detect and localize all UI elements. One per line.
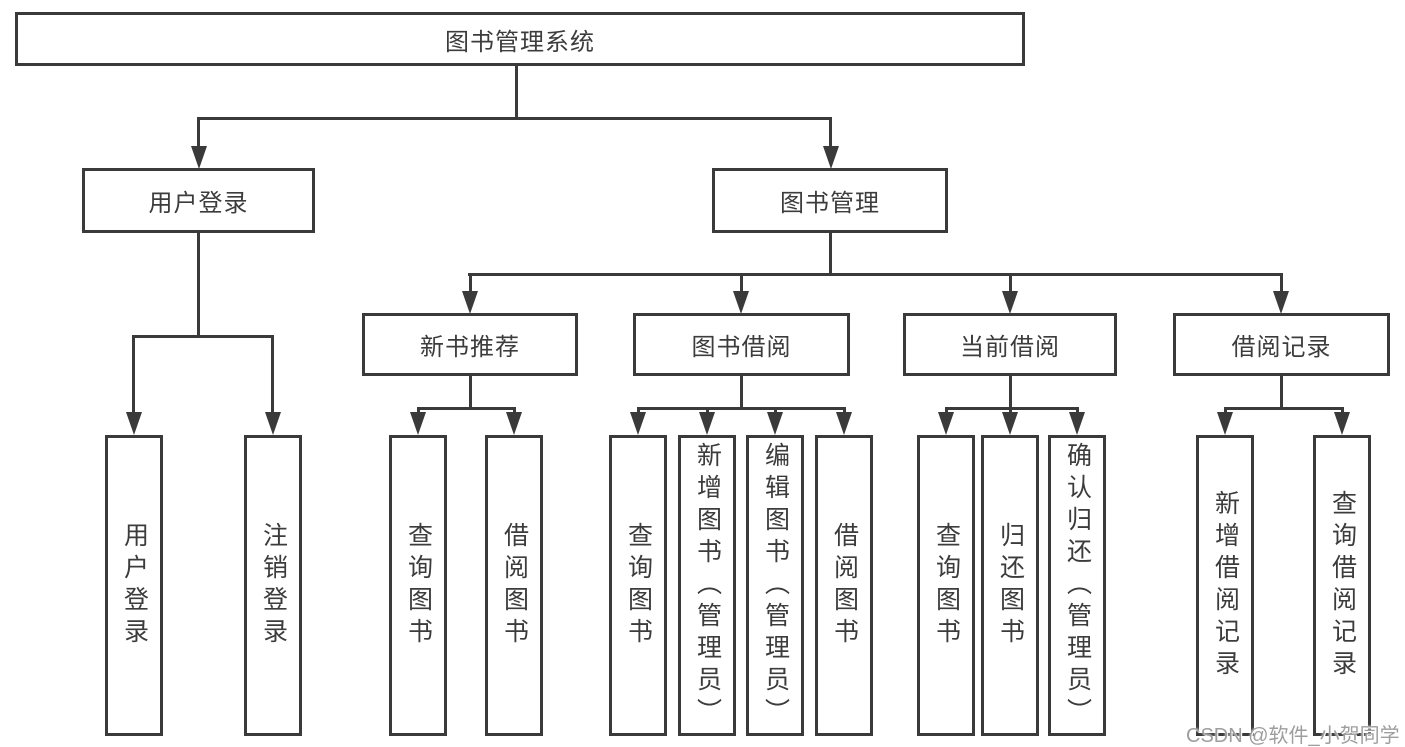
connector-borrow-bar: [637, 407, 845, 410]
connector-bb-leaf3: [774, 407, 777, 415]
connector-br-leaf1: [1224, 407, 1227, 415]
leaf-edit-books-admin-label: 编辑图书（管理员）: [761, 441, 790, 730]
csdn-watermark: CSDN @软件_小贺同学: [1186, 725, 1400, 747]
leaf-confirm-return-admin: 确认归还（管理员）: [1048, 435, 1106, 736]
arrow-bb-leaf3: [767, 412, 783, 435]
leaf-query-borrow-record-label: 查询借阅记录: [1328, 489, 1357, 682]
arrow-nb-leaf1: [410, 412, 426, 435]
arrow-to-book-borrow: [733, 291, 749, 314]
connector-to-records: [1280, 273, 1283, 293]
connector-br-leaf2: [1341, 407, 1344, 415]
connector-nb-leaf1: [417, 407, 420, 415]
arrow-bb-leaf4: [836, 412, 852, 435]
node-new-book-recommend-label: 新书推荐: [420, 334, 520, 361]
leaf-user-login-label: 用户登录: [120, 521, 149, 650]
arrow-to-leaf-logout: [265, 412, 281, 435]
node-book-management: 图书管理: [712, 168, 948, 233]
arrow-cb-leaf3: [1069, 412, 1085, 435]
node-book-borrow: 图书借阅: [633, 313, 850, 376]
arrow-to-book-mgmt: [823, 146, 839, 169]
connector-new-books-bar: [417, 407, 515, 410]
arrow-to-new-books: [462, 291, 478, 314]
connector-records-stem: [1280, 376, 1283, 408]
arrow-to-current: [1002, 291, 1018, 314]
connector-cb-leaf1: [945, 407, 948, 415]
arrow-to-user-login: [191, 146, 207, 169]
leaf-query-books-borrow-label: 查询图书: [624, 521, 653, 650]
connector-records-bar: [1224, 407, 1343, 410]
connector-book-mgmt-stem: [829, 233, 832, 275]
arrow-to-records: [1273, 291, 1289, 314]
connector-cb-leaf3: [1076, 407, 1079, 415]
connector-bb-leaf1: [637, 407, 640, 415]
arrow-br-leaf1: [1217, 412, 1233, 435]
connector-bb-leaf2: [706, 407, 709, 415]
leaf-add-borrow-record: 新增借阅记录: [1196, 435, 1254, 736]
leaf-borrow-books-borrow-label: 借阅图书: [830, 521, 859, 650]
leaf-user-login: 用户登录: [105, 435, 163, 736]
leaf-logout-label: 注销登录: [259, 521, 288, 650]
connector-bb-leaf4: [843, 407, 846, 415]
connector-user-login-stem: [197, 233, 200, 337]
arrow-to-leaf-login: [126, 412, 142, 435]
leaf-query-books-newbooks: 查询图书: [389, 435, 447, 736]
connector-to-leaf-logout: [271, 335, 274, 414]
leaf-return-books: 归还图书: [981, 435, 1039, 736]
leaf-return-books-label: 归还图书: [996, 521, 1025, 650]
connector-user-login-bar: [132, 335, 274, 338]
connector-to-new-books: [469, 273, 472, 293]
arrow-cb-leaf2: [1002, 412, 1018, 435]
connector-to-book-mgmt: [829, 117, 832, 150]
leaf-confirm-return-admin-label: 确认归还（管理员）: [1063, 441, 1092, 730]
leaf-add-books-admin: 新增图书（管理员）: [678, 435, 736, 736]
connector-root-stem: [515, 66, 518, 119]
connector-to-current: [1009, 273, 1012, 293]
connector-cb-leaf2: [1009, 407, 1012, 415]
connector-book-mgmt-bar: [468, 273, 1283, 276]
node-user-login: 用户登录: [82, 168, 315, 233]
connector-to-leaf-login: [132, 335, 135, 414]
connector-new-books-stem: [469, 376, 472, 408]
node-current-borrow-label: 当前借阅: [960, 334, 1060, 361]
arrow-cb-leaf1: [938, 412, 954, 435]
node-user-login-label: 用户登录: [148, 190, 249, 217]
node-borrow-records: 借阅记录: [1173, 313, 1390, 376]
leaf-query-borrow-record: 查询借阅记录: [1313, 435, 1371, 736]
leaf-query-books-borrow: 查询图书: [609, 435, 667, 736]
leaf-query-books-current: 查询图书: [917, 435, 975, 736]
leaf-edit-books-admin: 编辑图书（管理员）: [746, 435, 804, 736]
node-current-borrow: 当前借阅: [903, 313, 1117, 376]
arrow-bb-leaf2: [699, 412, 715, 435]
connector-root-bar: [197, 117, 832, 120]
node-borrow-records-label: 借阅记录: [1231, 334, 1332, 361]
leaf-borrow-books-borrow: 借阅图书: [815, 435, 873, 736]
node-library-system-label: 图书管理系统: [445, 28, 595, 56]
node-book-management-label: 图书管理: [780, 190, 880, 217]
connector-to-user-login: [197, 117, 200, 150]
arrow-br-leaf2: [1334, 412, 1350, 435]
leaf-add-borrow-record-label: 新增借阅记录: [1211, 489, 1240, 682]
connector-nb-leaf2: [513, 407, 516, 415]
leaf-query-books-newbooks-label: 查询图书: [404, 521, 433, 650]
leaf-query-books-current-label: 查询图书: [932, 521, 961, 650]
connector-to-book-borrow: [740, 273, 743, 293]
arrow-bb-leaf1: [630, 412, 646, 435]
node-library-system: 图书管理系统: [15, 12, 1025, 66]
leaf-logout: 注销登录: [244, 435, 302, 736]
connector-borrow-stem: [740, 376, 743, 408]
node-new-book-recommend: 新书推荐: [362, 313, 578, 376]
connector-current-stem: [1009, 376, 1012, 408]
leaf-borrow-books-newbooks: 借阅图书: [485, 435, 543, 736]
leaf-borrow-books-newbooks-label: 借阅图书: [500, 521, 529, 650]
leaf-add-books-admin-label: 新增图书（管理员）: [693, 441, 722, 730]
arrow-nb-leaf2: [506, 412, 522, 435]
node-book-borrow-label: 图书借阅: [691, 334, 792, 361]
